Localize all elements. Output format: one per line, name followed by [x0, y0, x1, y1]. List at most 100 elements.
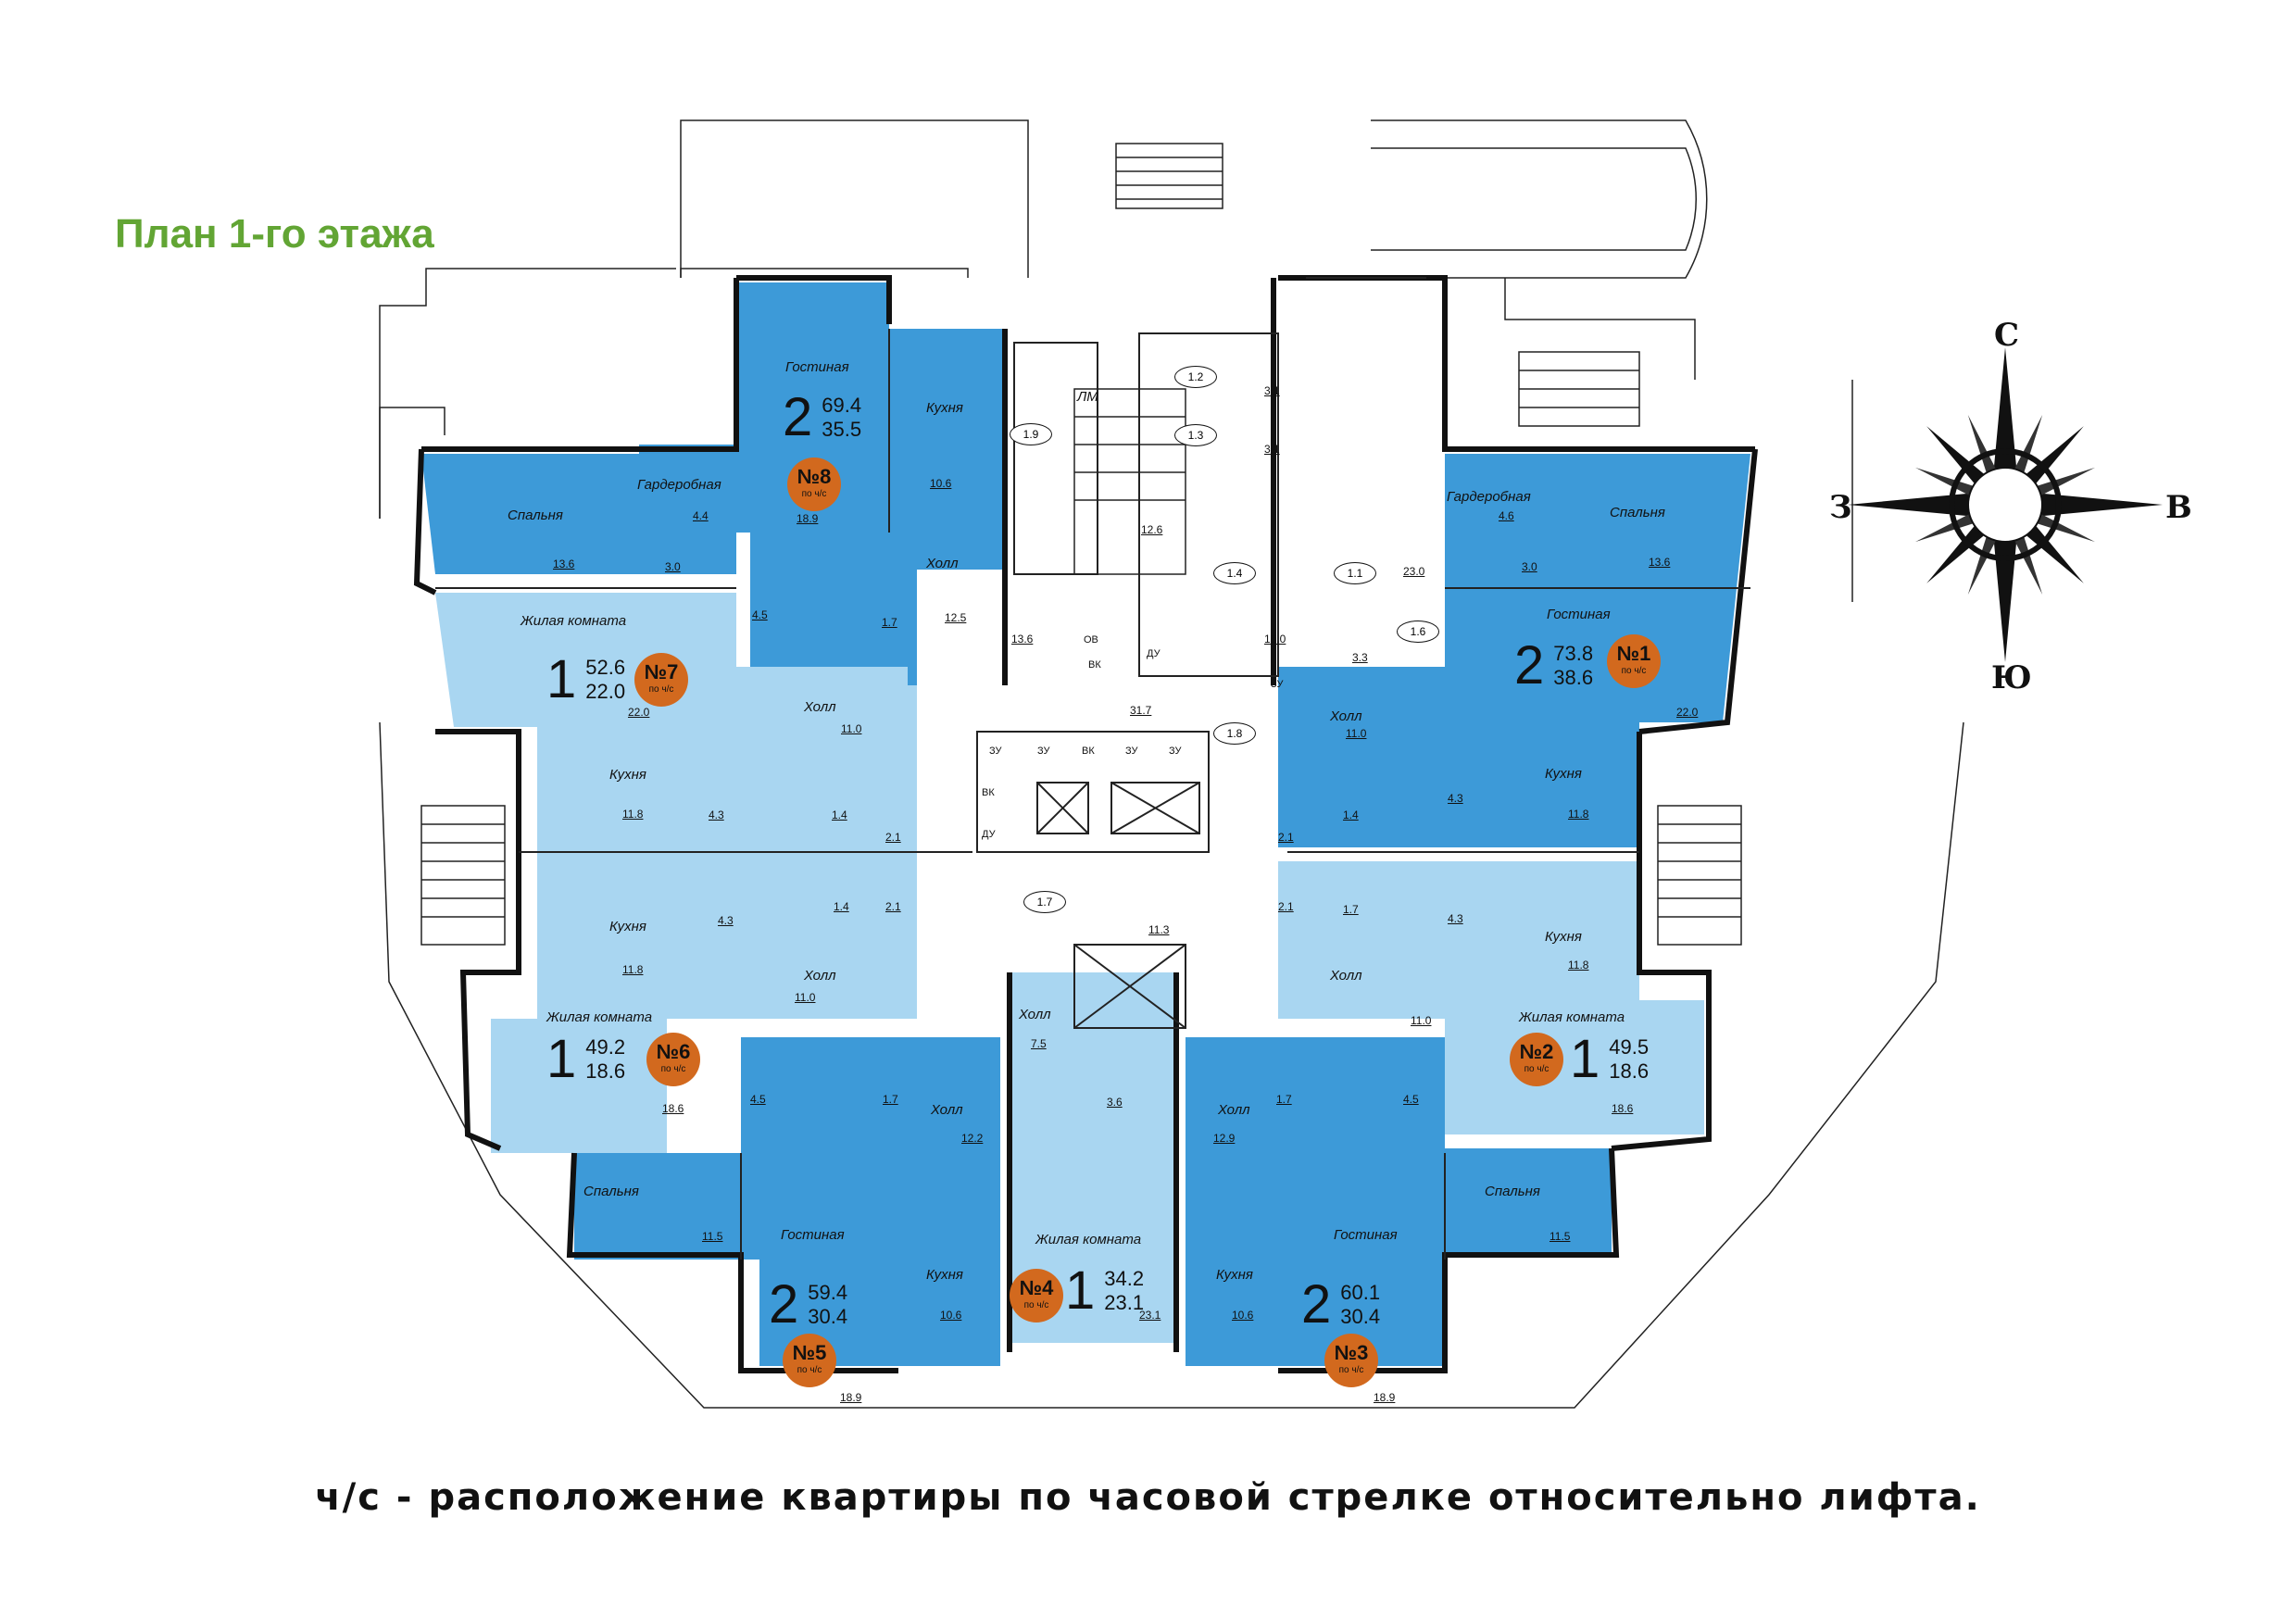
apt-1-rooms: 2 — [1514, 635, 1545, 696]
area-4-5-a6: 4.5 — [750, 1093, 766, 1106]
tag-1-4: 1.4 — [1213, 562, 1256, 584]
room-zhilaya-7: Жилая комната — [521, 613, 627, 629]
apt-4-rooms: 1 — [1065, 1260, 1096, 1321]
apt-4-total: 34.2 — [1104, 1267, 1145, 1290]
room-gostinaya-3: Гостиная — [1334, 1227, 1398, 1243]
area-12-9: 12.9 — [1213, 1132, 1236, 1145]
shaft-ov: ОВ — [1084, 634, 1098, 646]
area-7-5: 7.5 — [1031, 1037, 1047, 1050]
area-31-7: 31.7 — [1130, 704, 1152, 717]
shaft-zu-3: ЗУ — [1125, 746, 1138, 757]
apt-5-total: 59.4 — [808, 1281, 848, 1304]
area-4-5-a8: 4.5 — [752, 608, 768, 621]
room-kholl-4: Холл — [1019, 1007, 1051, 1022]
room-garderobnaya-8: Гардеробная — [637, 477, 721, 493]
shaft-du-1: ДУ — [982, 829, 996, 840]
room-kukhnya-8: Кухня — [926, 400, 963, 416]
footnote: ч/с - расположение квартиры по часовой с… — [315, 1476, 1981, 1519]
tag-1-1: 1.1 — [1334, 562, 1376, 584]
tag-1-8: 1.8 — [1213, 722, 1256, 745]
room-gostinaya-5: Гостиная — [781, 1227, 845, 1243]
area-11-0-a2: 11.0 — [1411, 1014, 1432, 1027]
area-3-0-a1: 3.0 — [1522, 560, 1537, 573]
area-2-1-a1: 2.1 — [1278, 831, 1294, 844]
area-18-6-a2: 18.6 — [1612, 1102, 1634, 1115]
area-10-6-a8: 10.6 — [930, 477, 952, 490]
apt-8-rooms: 2 — [783, 387, 813, 447]
shaft-zu-5: ЗУ — [1271, 679, 1284, 690]
apt-8-bedroom — [421, 454, 736, 574]
area-4-4: 4.4 — [693, 509, 709, 522]
room-kholl-7: Холл — [804, 699, 836, 715]
area-4-3-a2: 4.3 — [1448, 912, 1463, 925]
apt-2-total: 49.5 — [1609, 1035, 1650, 1059]
room-kukhnya-1: Кухня — [1545, 766, 1582, 782]
room-kholl-5: Холл — [931, 1102, 963, 1118]
shaft-vk-2: ВК — [982, 787, 995, 798]
room-kukhnya-6: Кухня — [609, 919, 646, 934]
room-kukhnya-5: Кухня — [926, 1267, 963, 1283]
room-kukhnya-7: Кухня — [609, 767, 646, 783]
shaft-zu-1: ЗУ — [989, 746, 1002, 757]
apt-3-living: 30.4 — [1340, 1305, 1381, 1328]
area-4-3-a1: 4.3 — [1448, 792, 1463, 805]
area-12-2: 12.2 — [961, 1132, 984, 1145]
apt-3-area — [1186, 1037, 1612, 1366]
area-18-9-a8: 18.9 — [797, 512, 819, 525]
apt-5-living: 30.4 — [808, 1305, 848, 1328]
area-11-0-a7: 11.0 — [841, 722, 862, 735]
tag-1-6: 1.6 — [1397, 620, 1439, 643]
tag-1-3: 1.3 — [1174, 424, 1217, 446]
room-zhilaya-4: Жилая комната — [1035, 1232, 1142, 1247]
room-spalnya-5: Спальня — [583, 1184, 639, 1199]
area-11-8-a1: 11.8 — [1568, 808, 1589, 821]
area-1-7-a2: 1.7 — [1343, 903, 1359, 916]
shaft-zu-4: ЗУ — [1169, 746, 1182, 757]
area-2-1-a7: 2.1 — [885, 831, 901, 844]
room-spalnya-3: Спальня — [1485, 1184, 1540, 1199]
area-3-3: 3.3 — [1352, 651, 1368, 664]
room-kholl-1: Холл — [1330, 708, 1362, 724]
apt-3-rooms: 2 — [1301, 1274, 1332, 1335]
room-kholl-2: Холл — [1330, 968, 1362, 984]
area-3-1-b: 3.1 — [1264, 443, 1280, 456]
room-zhilaya-2: Жилая комната — [1519, 1009, 1625, 1025]
apt-1-total: 73.8 — [1553, 642, 1594, 665]
area-1-4-a7: 1.4 — [832, 808, 847, 821]
apt-8-living: 35.5 — [822, 418, 862, 441]
page-title: План 1-го этажа — [115, 211, 434, 257]
apt-6-rooms: 1 — [546, 1029, 577, 1089]
area-18-9-a5: 18.9 — [840, 1391, 862, 1404]
apt-3-total: 60.1 — [1340, 1281, 1381, 1304]
area-22-0-a1: 22.0 — [1676, 706, 1699, 719]
room-lm: ЛМ — [1077, 389, 1098, 405]
area-13-6-a1: 13.6 — [1649, 556, 1671, 569]
compass-east: В — [2165, 489, 2192, 526]
room-spalnya-1: Спальня — [1610, 505, 1665, 520]
tag-1-2: 1.2 — [1174, 366, 1217, 388]
compass-north: С — [1994, 317, 2020, 354]
area-11-0-a6: 11.0 — [795, 991, 816, 1004]
area-1-7-a3: 1.7 — [1276, 1093, 1292, 1106]
shaft-zu-2: ЗУ — [1037, 746, 1050, 757]
area-23-0: 23.0 — [1403, 565, 1425, 578]
area-1-7-a6: 1.7 — [883, 1093, 898, 1106]
apt-5-rooms: 2 — [769, 1274, 799, 1335]
site-outline — [379, 119, 1964, 1409]
area-22-0-a7: 22.0 — [628, 706, 650, 719]
apt-2-rooms: 1 — [1570, 1029, 1600, 1089]
apt-6-living: 18.6 — [585, 1059, 626, 1083]
